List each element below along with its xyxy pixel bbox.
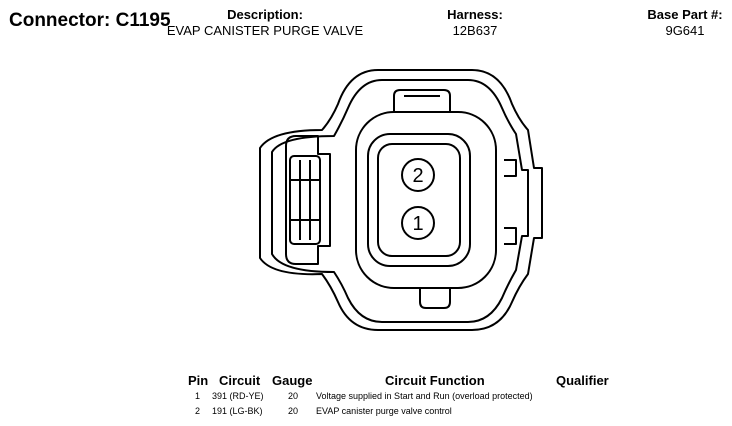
base-part-label: Base Part #: [647,7,723,22]
terminal-block-inner [377,143,461,257]
pin-1-label: 1 [412,213,423,235]
col-header-circuit: Circuit [219,373,261,388]
harness-block: Harness: 12B637 [420,7,530,39]
housing-inner-outline [271,79,529,323]
table-row-1-gauge: 20 [288,391,299,401]
table-row-1-circuit: 391 (RD-YE) [212,391,264,401]
table-row-2-circuit: 191 (LG-BK) [212,406,263,416]
table-row-2-pin: 2 [195,406,201,416]
pin-2-circle [401,158,435,192]
locking-latch [285,135,331,265]
col-header-pin: Pin [188,373,209,388]
description-value: EVAP CANISTER PURGE VALVE [166,23,364,38]
col-header-function: Circuit Function [385,373,485,388]
connector-title: Connector: C1195 [9,10,171,31]
pin-cavity-wall [355,111,497,289]
pin-2-label: 2 [412,165,423,187]
base-part-value: 9G641 [665,23,705,38]
bottom-keyway [419,288,451,309]
table-row-2-function: EVAP canister purge valve control [316,406,452,416]
harness-label: Harness: [447,7,503,22]
pin-1-circle [401,206,435,240]
col-header-gauge: Gauge [272,373,313,388]
housing-outer-outline [259,69,543,331]
top-keyway [393,89,451,112]
terminal-block-outer [367,133,471,267]
table-row-1-function: Voltage supplied in Start and Run (overl… [316,391,533,401]
harness-value: 12B637 [452,23,498,38]
latch-tab [289,155,321,245]
table-row-1-pin: 1 [195,391,201,401]
description-block: Description: EVAP CANISTER PURGE VALVE [160,7,370,39]
right-rib-upper [504,159,517,177]
description-label: Description: [227,7,303,22]
table-row-2-gauge: 20 [288,406,299,416]
right-rib-lower [504,227,517,245]
base-part-block: Base Part #: 9G641 [630,7,732,39]
col-header-qualifier: Qualifier [556,373,609,388]
